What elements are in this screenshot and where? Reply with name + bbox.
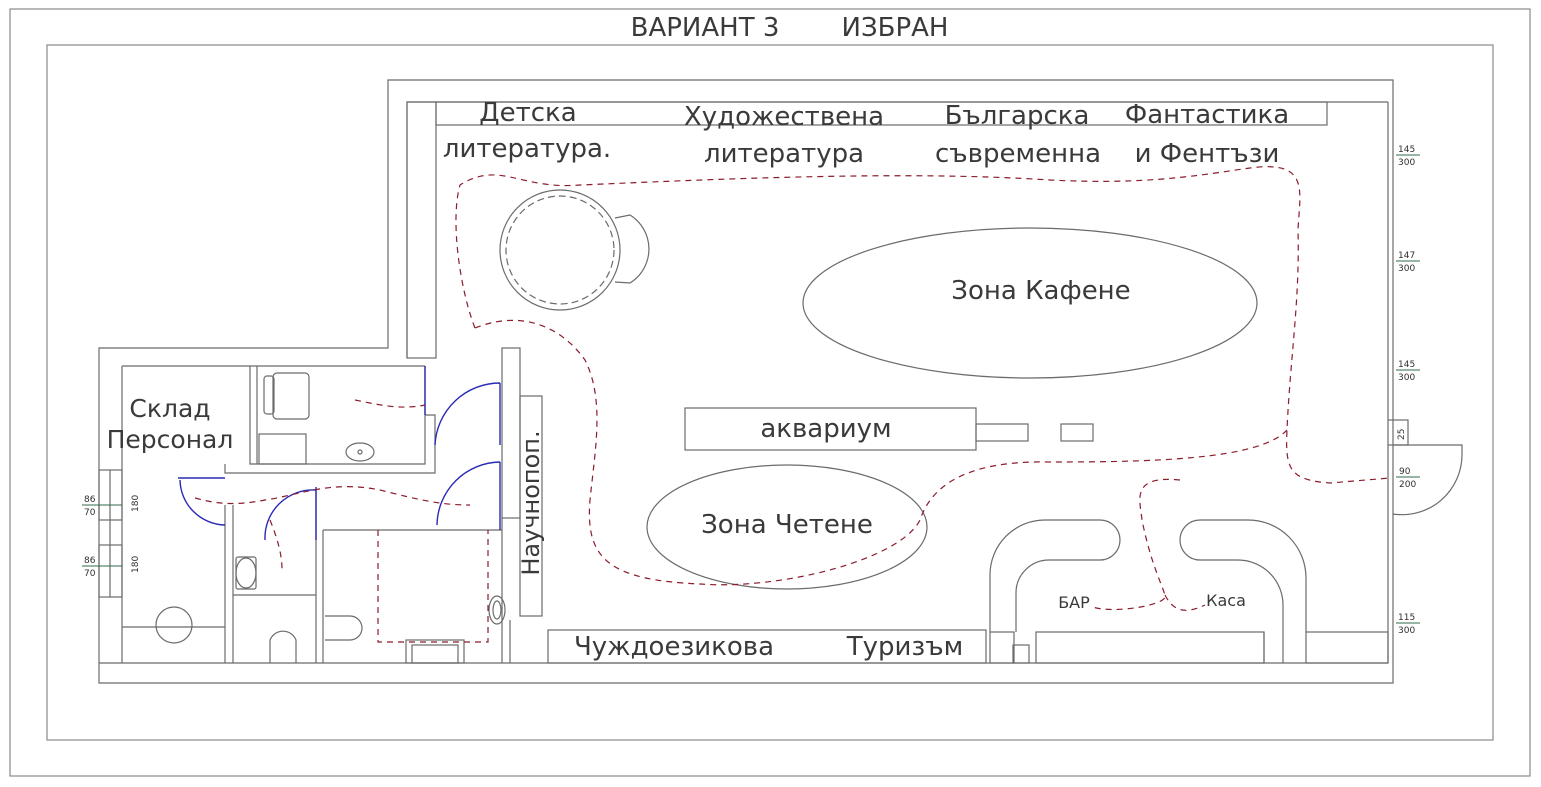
bath xyxy=(405,639,465,664)
bulgarian-line2: съвременна xyxy=(935,139,1101,169)
dim-1-top: 145 xyxy=(1398,145,1415,155)
door-1 xyxy=(178,477,226,526)
cashier-counter-curve xyxy=(1179,519,1307,663)
outer-wall xyxy=(98,79,1394,684)
kids-line2: литература. xyxy=(443,134,611,164)
cashier-label: Каса xyxy=(1206,591,1246,610)
toilet-3 xyxy=(325,615,363,641)
wc-walls xyxy=(224,490,511,663)
bar-counter-curve xyxy=(989,519,1121,632)
dim-6-bot: 70 xyxy=(84,508,96,518)
dim-5-top: 115 xyxy=(1398,613,1415,623)
route-staff xyxy=(354,399,426,408)
fiction-line1: Художествена xyxy=(684,102,884,132)
door-3 xyxy=(424,366,501,446)
aquarium-ext-2 xyxy=(1060,423,1094,442)
toilet-1-bowl xyxy=(235,557,257,589)
fantasy-line2: и Фентъзи xyxy=(1135,139,1280,169)
sink-1 xyxy=(345,442,375,462)
bar-unit-2 xyxy=(1012,644,1030,664)
bar-unit-3 xyxy=(1305,631,1389,664)
reading-label: Зона Четене xyxy=(701,510,873,540)
popsci-label: Научнопоп. xyxy=(517,430,545,575)
route-wc xyxy=(269,519,283,571)
cafe-label: Зона Кафене xyxy=(951,276,1130,306)
visitor-route xyxy=(194,166,1391,643)
kids-line1: Детска xyxy=(479,98,576,128)
entrance-door xyxy=(1392,444,1463,516)
sink-2-inner xyxy=(492,600,502,620)
route-inner xyxy=(474,319,1288,586)
round-table-inner xyxy=(505,195,615,305)
selected-label: ИЗБРАН xyxy=(842,13,949,43)
door-4 xyxy=(436,461,501,530)
route-door xyxy=(194,486,471,506)
dim-6-top: 86 xyxy=(84,495,96,505)
route-room xyxy=(377,530,489,643)
dim-3-top: 145 xyxy=(1398,360,1415,370)
staff-cabinet xyxy=(258,433,307,465)
bar-unit-1 xyxy=(989,631,1015,664)
tourism-label: Туризъм xyxy=(846,632,963,662)
sink-1-drain xyxy=(357,449,363,455)
storage-round xyxy=(155,606,193,644)
dim-5-bot: 300 xyxy=(1398,626,1415,636)
chair-back xyxy=(263,375,275,415)
storage-line1: Склад xyxy=(129,394,210,423)
dim-1-bot: 300 xyxy=(1398,158,1415,168)
dim-6-side: 180 xyxy=(131,495,141,512)
sink-2 xyxy=(488,595,506,625)
chair xyxy=(272,372,310,420)
foreign-label: Чуждоезикова xyxy=(574,632,774,662)
walls xyxy=(98,79,1463,684)
popsci-shelf xyxy=(519,395,543,617)
outer-frame xyxy=(9,8,1531,777)
aquarium-ext-1 xyxy=(975,423,1029,442)
aquarium-label: аквариум xyxy=(760,414,891,444)
bar-counter-base xyxy=(1035,631,1265,664)
reading-zone xyxy=(646,464,928,590)
door-2 xyxy=(264,487,317,541)
bottom-shelf xyxy=(547,629,987,664)
round-chair xyxy=(614,214,650,284)
round-table xyxy=(499,189,621,311)
route-cashier xyxy=(1164,594,1206,611)
dim-7-top: 86 xyxy=(84,556,96,566)
variant-title: ВАРИАНТ 3 xyxy=(631,13,780,43)
toilet-2 xyxy=(269,630,297,663)
bulgarian-line1: Българска xyxy=(945,101,1090,131)
dim-4-bot: 200 xyxy=(1399,480,1416,490)
column-left xyxy=(406,101,437,359)
inner-wall xyxy=(121,101,1388,664)
staff-wall-mid xyxy=(224,414,436,474)
bath-inner xyxy=(411,644,459,664)
dim-2-top: 147 xyxy=(1398,251,1415,261)
toilet-1-tank xyxy=(235,556,257,590)
fiction-line2: литература xyxy=(704,139,864,169)
bar-label: БАР xyxy=(1058,593,1090,612)
dim-3-bot: 300 xyxy=(1398,373,1415,383)
dim-7-side: 180 xyxy=(131,556,141,573)
doors xyxy=(178,366,501,541)
storage-line2: Персонал xyxy=(107,425,234,454)
cafe-zone xyxy=(802,227,1258,379)
dimension-marks xyxy=(82,154,1420,624)
route-main xyxy=(455,166,1391,484)
dim-4-top: 90 xyxy=(1399,467,1411,477)
staff-wall-top xyxy=(249,366,426,465)
dim-2-bot: 300 xyxy=(1398,264,1415,274)
route-bar xyxy=(1089,478,1181,611)
dim-door-side: 25 xyxy=(1397,429,1407,440)
dim-7-bot: 70 xyxy=(84,569,96,579)
fantasy-line1: Фантастика xyxy=(1125,100,1289,130)
inner-frame xyxy=(46,44,1494,741)
